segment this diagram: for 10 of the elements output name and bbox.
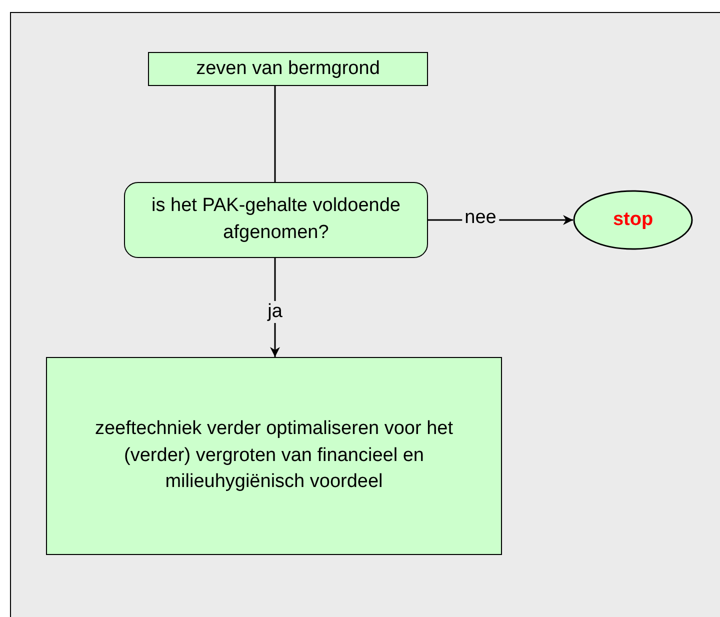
arrow	[270, 258, 280, 357]
edge-label: ja	[264, 300, 286, 322]
process-box	[148, 52, 428, 86]
node-text: zeven van bermgrond	[196, 56, 380, 81]
process-box	[46, 357, 502, 555]
node-text: stop	[612, 208, 654, 232]
node-text: zeeftechniek verder optimaliseren voor het (verder) vergroten van financieel en milieuhygiënisch voordeel	[94, 417, 454, 494]
node-text: is het PAK-gehalte voldoende afgenomen?	[150, 194, 402, 245]
terminal-ellipse	[573, 190, 693, 250]
decision-box	[124, 182, 428, 258]
